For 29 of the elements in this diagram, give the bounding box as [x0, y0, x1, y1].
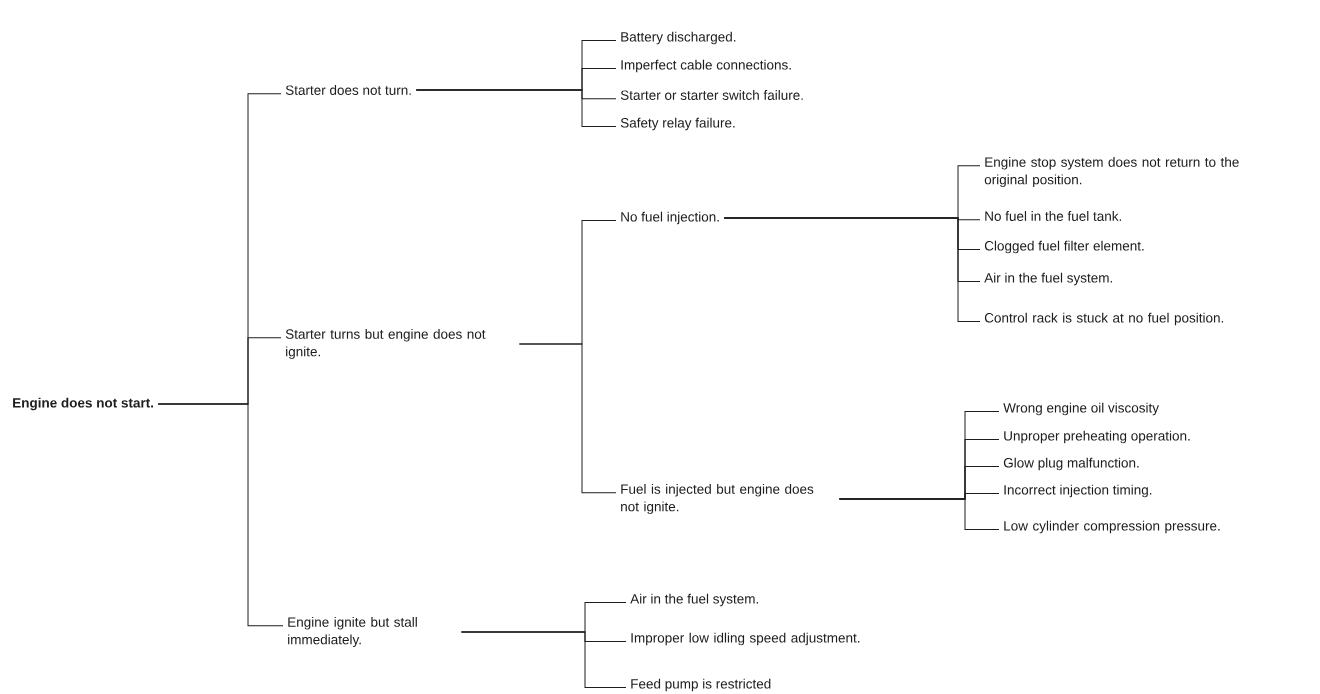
connector-line [723, 217, 981, 322]
cause-label: Wrong engine oil viscosity [1003, 402, 1159, 416]
cause-label: Glow plug malfunction. [1003, 457, 1139, 471]
connector-line [415, 89, 617, 127]
cause-label: Safety relay failure. [620, 117, 735, 131]
cause-label: Starter turns but engine does not ignite. [285, 328, 486, 360]
connector-line [838, 498, 1000, 530]
cause-label: Feed pump is restricted [631, 678, 771, 692]
connector-line [157, 403, 284, 627]
cause-label: Starter does not turn. [285, 85, 411, 95]
cause-label: Battery discharged. [621, 31, 736, 45]
connector-line [460, 631, 627, 688]
cause-label: No fuel injection. [621, 211, 719, 225]
cause-label: Clogged fuel filter element. [984, 240, 1144, 254]
cause-label: Air in the fuel system. [630, 593, 758, 607]
cause-label: Low cylinder compression pressure. [1004, 520, 1220, 534]
cause-label: Engine stop system does not return to the original position. [984, 156, 1239, 188]
problem-label: Engine does not start. [13, 397, 154, 411]
cause-label: Imperfect cable connections. [621, 59, 791, 73]
cause-label: Incorrect injection timing. [1004, 484, 1152, 498]
cause-label: Unproper preheating operation. [1004, 430, 1190, 444]
cause-label: Fuel is injected but engine does not ignite. [621, 483, 814, 515]
cause-label: Improper low idling speed adjustment. [631, 632, 860, 646]
cause-label: Starter or starter switch failure. [620, 90, 803, 100]
connector-line [518, 343, 617, 494]
cause-label: No fuel in the fuel tank. [985, 211, 1122, 221]
cause-label: Engine ignite but stall immediately. [288, 616, 417, 648]
cause-label: Control rack is stuck at no fuel position. [984, 312, 1224, 326]
cause-label: Air in the fuel system. [984, 272, 1112, 286]
